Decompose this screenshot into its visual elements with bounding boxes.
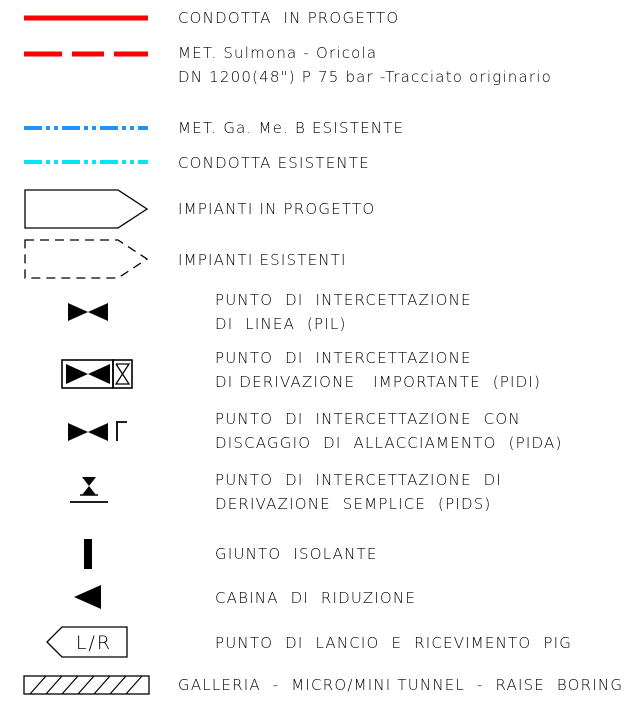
impianti-in-progetto-icon xyxy=(24,189,149,229)
pida-valve-icon xyxy=(68,421,127,441)
label-met-sulmona-line1: MET. Sulmona - Oricola xyxy=(178,44,378,62)
label-impianti-in-progetto: IMPIANTI IN PROGETTO xyxy=(178,200,376,218)
giunto-isolante-icon xyxy=(84,539,92,569)
label-impianti-esistenti: IMPIANTI ESISTENTI xyxy=(178,251,347,269)
label-pids-line2: DERIVAZIONE SEMPLICE (PIDS) xyxy=(215,495,492,513)
label-met-sulmona-line2: DN 1200(48") P 75 bar -Tracciato origina… xyxy=(178,68,553,86)
pil-valve-icon xyxy=(68,303,108,321)
label-pida-line1: PUNTO DI INTERCETTAZIONE CON xyxy=(215,410,521,428)
label-pil-line2: DI LINEA (PIL) xyxy=(215,315,347,333)
label-pidi-line2: DI DERIVAZIONE IMPORTANTE (PIDI) xyxy=(215,373,542,391)
galleria-hatch-icon xyxy=(23,675,150,695)
pig-launcher-label: L/R xyxy=(76,632,112,654)
label-met-ga-me-b: MET. Ga. Me. B ESISTENTE xyxy=(178,119,405,137)
label-giunto-isolante: GIUNTO ISOLANTE xyxy=(215,545,378,563)
cabina-riduzione-icon xyxy=(74,585,101,609)
label-pida-line2: DISCAGGIO DI ALLACCIAMENTO (PIDA) xyxy=(215,434,563,452)
label-punto-lancio-pig: PUNTO DI LANCIO E RICEVIMENTO PIG xyxy=(215,634,573,652)
label-cabina-di-riduzione: CABINA DI RIDUZIONE xyxy=(215,589,417,607)
label-pids-line1: PUNTO DI INTERCETTAZIONE DI xyxy=(215,471,503,489)
label-condotta-esistente: CONDOTTA ESISTENTE xyxy=(178,154,370,172)
pig-launcher-icon: L/R xyxy=(46,626,128,658)
label-pidi-line1: PUNTO DI INTERCETTAZIONE xyxy=(215,349,472,367)
pids-valve-icon xyxy=(70,477,108,503)
pidi-valve-icon xyxy=(61,359,133,389)
label-galleria: GALLERIA - MICRO/MINI TUNNEL - RAISE BOR… xyxy=(178,676,624,694)
impianti-esistenti-icon xyxy=(24,239,149,279)
label-condotta-in-progetto: CONDOTTA IN PROGETTO xyxy=(178,9,400,27)
label-pil-line1: PUNTO DI INTERCETTAZIONE xyxy=(215,291,472,309)
